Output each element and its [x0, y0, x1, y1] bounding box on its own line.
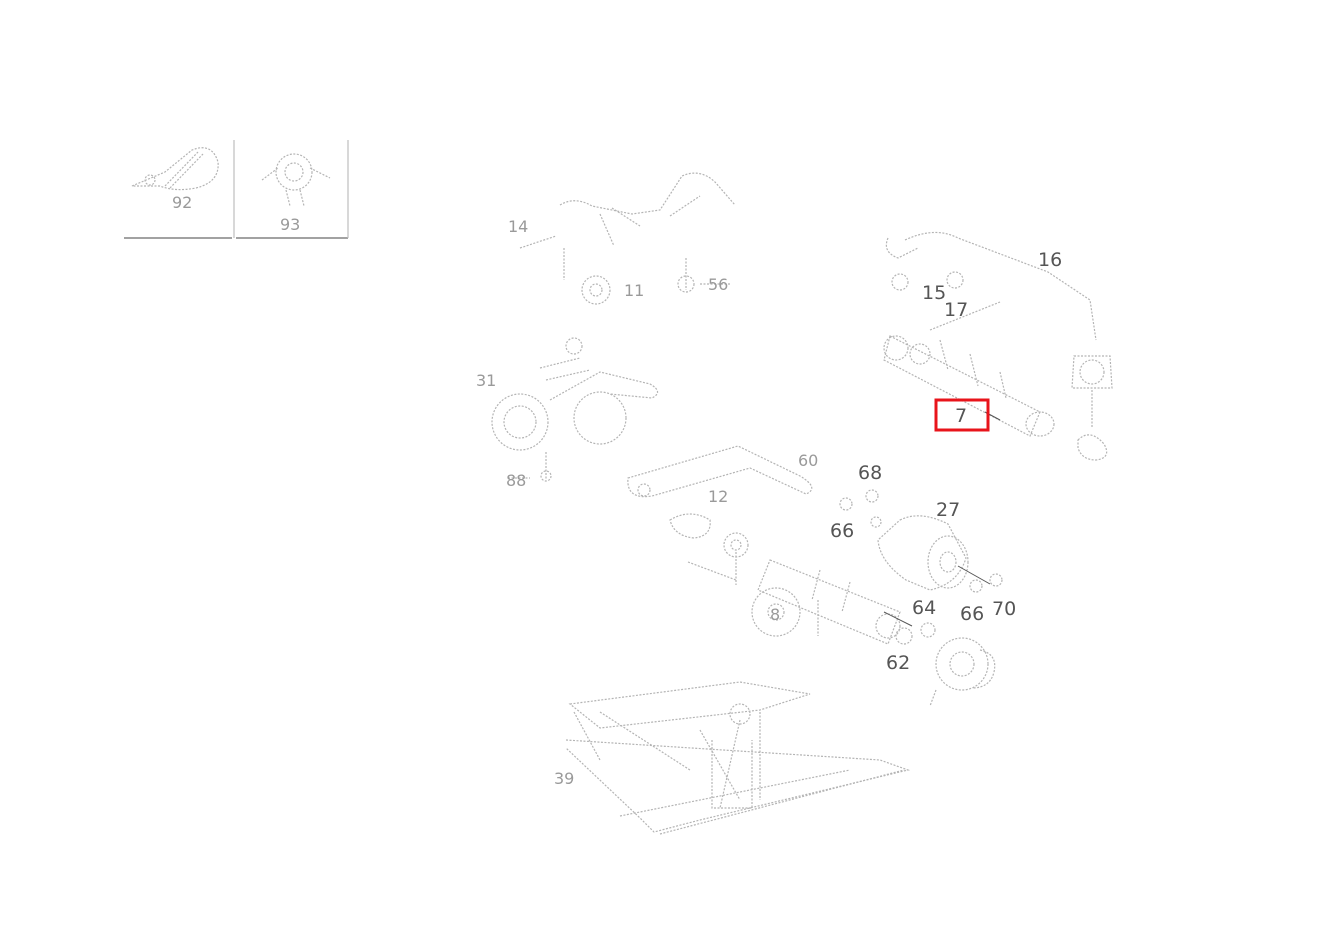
inset-parts-box: 92 93 — [124, 140, 349, 239]
svg-text:60: 60 — [798, 451, 818, 470]
callout-64: 64 — [912, 597, 936, 619]
svg-text:14: 14 — [508, 217, 528, 236]
scissor-lift-frame — [565, 681, 911, 835]
svg-text:88: 88 — [506, 471, 526, 490]
highlight-box[interactable] — [934, 398, 990, 432]
callout-16: 16 — [1038, 249, 1062, 271]
callout-7: 7 — [955, 405, 967, 427]
pump-gear — [929, 637, 996, 707]
faint-part-numbers: 14 11 56 31 88 12 60 8 39 — [476, 217, 818, 788]
svg-text:39: 39 — [554, 769, 574, 788]
svg-text:8: 8 — [770, 605, 780, 624]
callout-15: 15 — [922, 282, 946, 304]
callout-62: 62 — [886, 652, 910, 674]
hydraulic-line-assembly — [885, 231, 1113, 461]
lower-cylinder-assembly — [687, 552, 936, 645]
svg-text:11: 11 — [624, 281, 644, 300]
callout-66-lower: 66 — [960, 603, 984, 625]
callout-66-upper: 66 — [830, 520, 854, 542]
linkage-assembly — [519, 172, 736, 305]
callout-68: 68 — [858, 462, 882, 484]
callout-70: 70 — [992, 598, 1016, 620]
callout-17: 17 — [944, 299, 968, 321]
reservoir-canister — [839, 489, 1003, 593]
callout-27: 27 — [936, 499, 960, 521]
svg-text:12: 12 — [708, 487, 728, 506]
svg-text:56: 56 — [708, 275, 728, 294]
svg-text:31: 31 — [476, 371, 496, 390]
inset-label-93: 93 — [280, 215, 300, 234]
motor-assembly — [491, 337, 659, 482]
inset-part-93-drawing — [261, 153, 331, 207]
inset-part-92-drawing — [131, 147, 219, 191]
inset-label-92: 92 — [172, 193, 192, 212]
hydraulic-cylinder-7 — [883, 301, 1055, 437]
